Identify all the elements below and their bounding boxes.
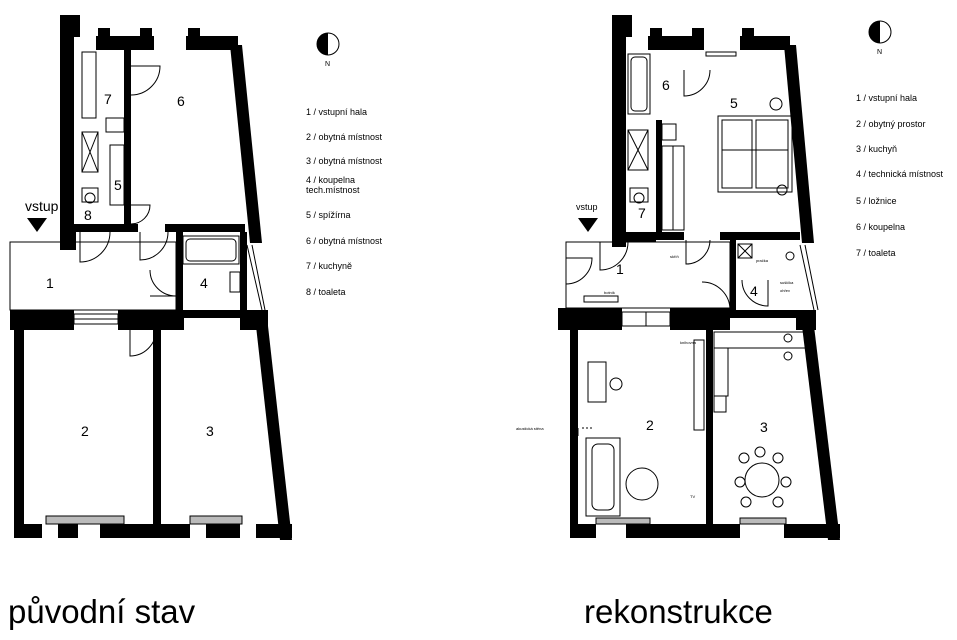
original-legend-item-4b: tech.místnost [306,185,360,195]
original-north-label: N [325,61,330,68]
original-walls [10,15,292,540]
annotation-dryer: sušička [780,280,794,285]
annotation-wardrobe: skříň [670,254,679,259]
renovation-legend-item-1: 1 / vstupní hala [856,93,918,103]
original-legend-item-2: 2 / obytná místnost [306,132,383,142]
renovation-room-6: 6 [662,77,670,93]
renovation-outlines [565,51,819,517]
renovation-room-7: 7 [638,205,646,221]
annotation-acoustic-wall: akustická stěna [516,426,544,431]
annotation-heater: ohřev [780,288,790,293]
renovation-legend-item-4: 4 / technická místnost [856,169,944,179]
annotation-tv: TV [690,494,695,499]
original-entrance-label: vstup [25,198,59,214]
original-legend-item-3: 3 / obytná místnost [306,156,383,166]
original-legend-item-7: 7 / kuchyně [306,261,353,271]
annotation-shoe-rack: botník [604,290,615,295]
original-room-7: 7 [104,91,112,107]
renovation-plan: knihovna skříň botník pračka sušička ohř… [516,15,892,540]
original-room-1: 1 [46,275,54,291]
renovation-room-5: 5 [730,95,738,111]
renovation-annotations: knihovna skříň botník pračka sušička ohř… [516,254,794,499]
original-plan: vstup 1 2 3 4 5 6 7 8 N [9,15,340,540]
renovation-room-1: 1 [616,261,624,277]
renovation-room-4: 4 [750,283,758,299]
renovation-room-3: 3 [760,419,768,435]
renovation-radiators [595,517,787,525]
annotation-bookshelf: knihovna [680,340,697,345]
original-room-3: 3 [206,423,214,439]
renovation-legend-item-7: 7 / toaleta [856,248,896,258]
original-entrance-arrow [27,218,47,232]
renovation-legend-item-5: 5 / ložnice [856,196,897,206]
original-room-8: 8 [84,207,92,223]
renovation-legend-item-2: 2 / obytný prostor [856,119,926,129]
original-room-4: 4 [200,275,208,291]
renovation-entrance-arrow [578,218,598,232]
original-outlines [9,51,266,367]
original-room-6: 6 [177,93,185,109]
renovation-walls [558,15,840,540]
original-legend-item-6: 6 / obytná místnost [306,236,383,246]
renovation-legend-item-6: 6 / koupelna [856,222,906,232]
renovation-legend-item-3: 3 / kuchyň [856,144,898,154]
original-radiators [45,515,243,525]
renovation-north-label: N [877,49,882,56]
original-caption: původní stav [8,593,196,630]
original-north-arrow-icon: N [316,32,340,68]
renovation-room-2: 2 [646,417,654,433]
renovation-caption: rekonstrukce [584,593,773,630]
original-legend-item-5: 5 / spížírna [306,210,351,220]
original-room-2: 2 [81,423,89,439]
original-legend-item-4: 4 / koupelna [306,175,356,185]
renovation-entrance-label: vstup [576,202,598,212]
original-legend-item-8: 8 / toaleta [306,287,346,297]
renovation-north-arrow-icon: N [868,20,892,56]
original-legend-item-1: 1 / vstupní hala [306,107,368,117]
original-room-5: 5 [114,177,122,193]
annotation-washer: pračka [756,258,769,263]
